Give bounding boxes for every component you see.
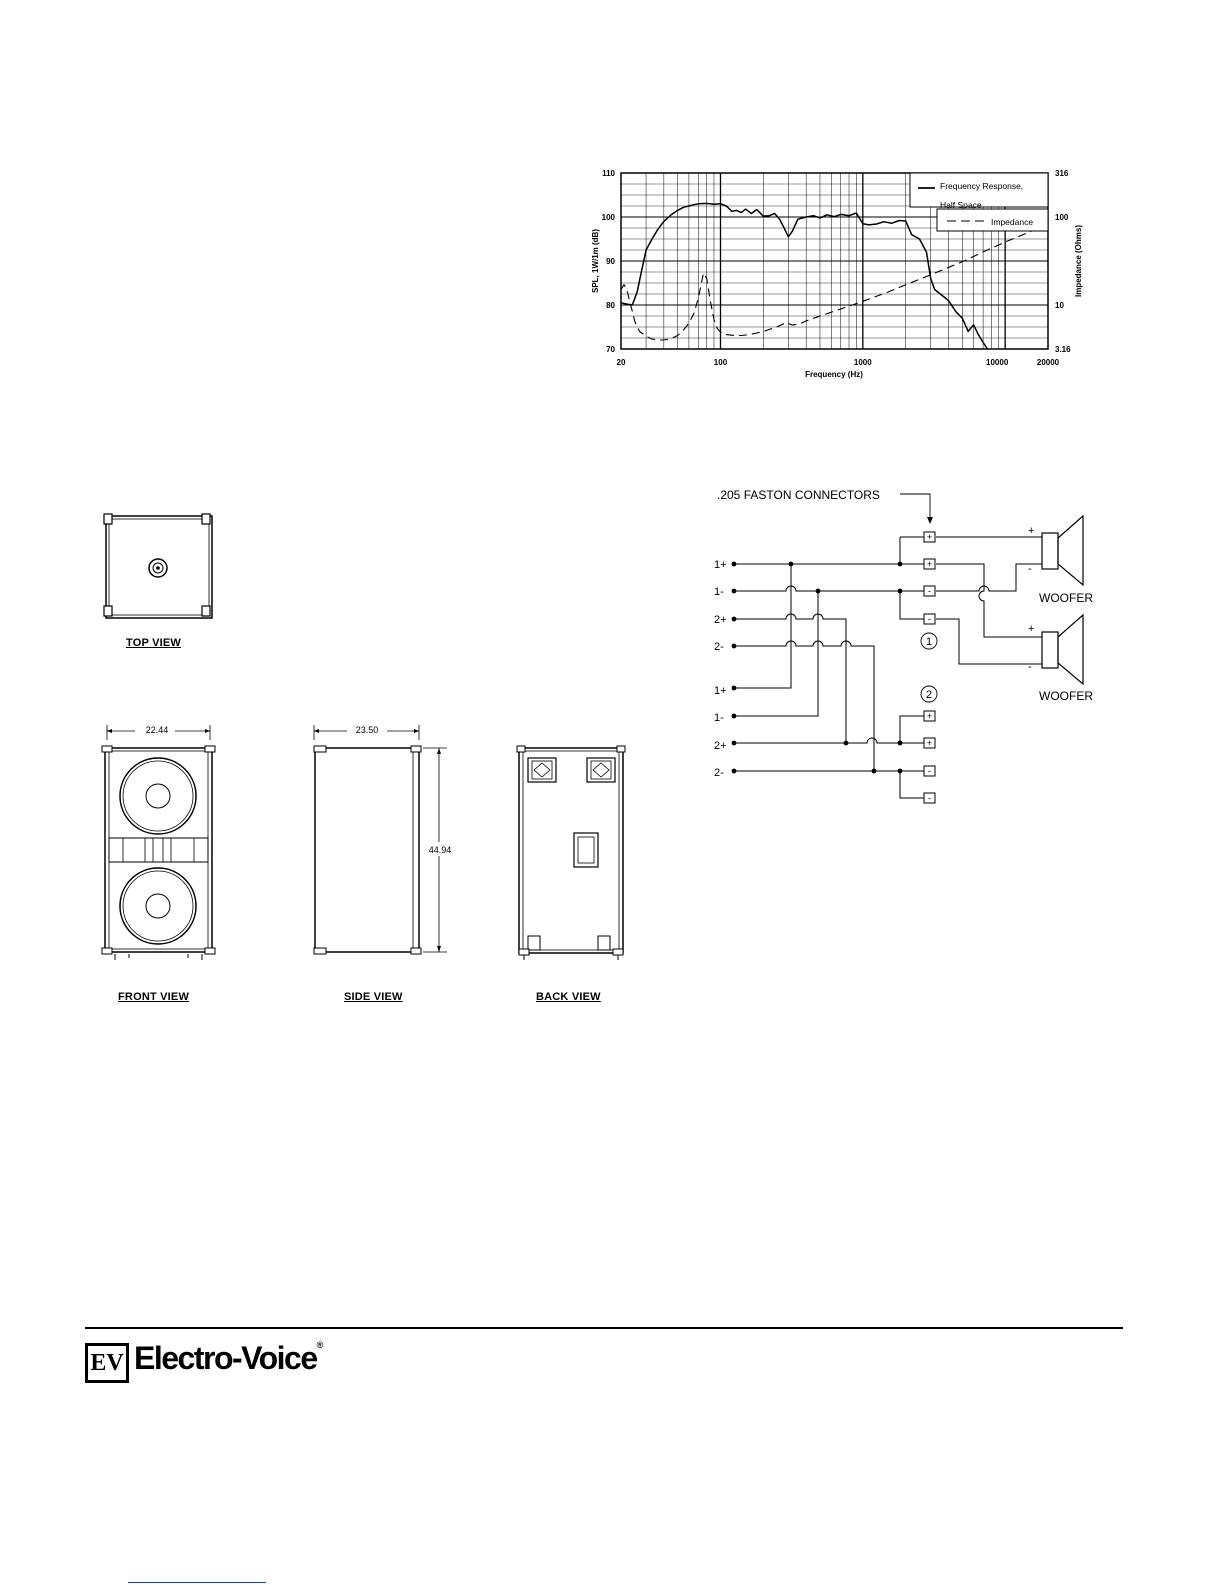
handle-icon xyxy=(527,757,557,783)
y-tick-label: 80 xyxy=(606,301,615,310)
handle-icon xyxy=(586,757,616,783)
woofer-icon: + - xyxy=(1028,613,1084,686)
ev-logo-icon: EV xyxy=(85,1343,129,1383)
svg-text:+: + xyxy=(1028,525,1034,537)
x-tick-label: 1000 xyxy=(854,358,872,367)
svg-text:-: - xyxy=(928,793,931,803)
input-panel-icon xyxy=(573,832,599,868)
chart-plot-border xyxy=(620,172,1049,350)
brand-name: Electro-Voice® xyxy=(134,1340,323,1377)
svg-text:1: 1 xyxy=(926,636,932,648)
series-line-2 xyxy=(620,222,1049,341)
chart-series xyxy=(620,202,1049,350)
footer-link-underline[interactable] xyxy=(128,1582,266,1583)
height-dimension: 44.94 xyxy=(429,845,452,855)
back-view-drawing xyxy=(516,745,626,960)
front-width-dimension: 22.44 xyxy=(146,725,169,735)
svg-text:+: + xyxy=(927,711,932,721)
side-view-label: SIDE VIEW xyxy=(344,991,403,1003)
svg-text:-: - xyxy=(1028,661,1032,673)
side-depth-dimension: 23.50 xyxy=(356,725,379,735)
chart-ticks: 20 100 1000 10000 20000 110 100 90 80 70 316 100 10 3… xyxy=(602,169,1071,367)
input-pin-group-b: 1+ 1- 2+ 2- xyxy=(714,685,727,779)
legend-series-2: Impedance xyxy=(991,217,1033,227)
footer-rule xyxy=(85,1327,1123,1329)
pin-label: 1- xyxy=(714,586,724,598)
y-tick-label: 110 xyxy=(602,169,615,178)
svg-text:-: - xyxy=(928,586,931,596)
svg-text:2: 2 xyxy=(926,689,932,701)
faston-terminals: + + - - + + - - xyxy=(923,531,936,804)
y-tick-label: 100 xyxy=(602,213,616,222)
registered-mark: ® xyxy=(316,1340,324,1350)
x-tick-label: 100 xyxy=(714,358,728,367)
svg-text:+: + xyxy=(927,532,932,542)
side-view-drawing: 23.50 44.94 xyxy=(313,723,452,955)
wiring-diagram: .205 FASTON CONNECTORS 1+ 1- 2+ 2- 1+ 1-… xyxy=(714,488,1093,804)
pin-label: 1+ xyxy=(714,685,727,697)
front-view-drawing: 22.44 xyxy=(101,723,216,960)
pin-label: 2+ xyxy=(714,740,727,752)
x-tick-label: 20 xyxy=(617,358,626,367)
woofer-icon: + - xyxy=(1028,514,1084,587)
svg-text:-: - xyxy=(928,766,931,776)
woofer-label: WOOFER xyxy=(1039,591,1093,605)
series-line-1 xyxy=(620,202,989,350)
y-right-tick-label: 3.16 xyxy=(1055,345,1071,354)
x-tick-label: 10000 xyxy=(986,358,1009,367)
frequency-response-chart: 20 100 1000 10000 20000 110 100 90 80 70 316 100 10 3… xyxy=(591,169,1083,379)
svg-text:-: - xyxy=(928,614,931,624)
y-tick-label: 70 xyxy=(606,345,615,354)
woofer-label: WOOFER xyxy=(1039,689,1093,703)
faston-connectors-label: .205 FASTON CONNECTORS xyxy=(717,488,880,502)
y-tick-label: 90 xyxy=(606,257,615,266)
top-view-drawing xyxy=(103,513,213,619)
chart-ylabel: SPL, 1W/1m (dB) xyxy=(591,229,600,293)
pin-label: 1+ xyxy=(714,559,727,571)
back-view-label: BACK VIEW xyxy=(536,991,601,1003)
front-view-label: FRONT VIEW xyxy=(118,991,190,1003)
chart-legend: Frequency Response, Half Space Impedance xyxy=(909,172,1049,232)
pin-label: 2+ xyxy=(714,614,727,626)
y-right-tick-label: 316 xyxy=(1055,169,1069,178)
pin-label: 1- xyxy=(714,712,724,724)
svg-text:+: + xyxy=(1028,623,1034,635)
y-right-tick-label: 10 xyxy=(1055,301,1064,310)
chart-ylabel-right: Impedance (Ohms) xyxy=(1074,225,1083,297)
input-pin-group-a: 1+ 1- 2+ 2- xyxy=(714,559,727,653)
chart-xlabel: Frequency (Hz) xyxy=(805,370,863,379)
pin-label: 2- xyxy=(714,767,724,779)
x-tick-label: 20000 xyxy=(1037,358,1060,367)
legend-series-1-line1: Frequency Response, xyxy=(940,181,1023,191)
top-view-label: TOP VIEW xyxy=(126,637,181,649)
svg-text:-: - xyxy=(1028,563,1032,575)
pin-label: 2- xyxy=(714,641,724,653)
group-marker-2: 2 xyxy=(920,685,938,703)
svg-text:+: + xyxy=(927,738,932,748)
legend-series-1-line2: Half Space xyxy=(940,200,982,210)
y-right-tick-label: 100 xyxy=(1055,213,1069,222)
svg-text:+: + xyxy=(927,559,932,569)
brand-wordmark: Electro-Voice xyxy=(134,1340,318,1376)
group-marker-1: 1 xyxy=(920,632,938,650)
